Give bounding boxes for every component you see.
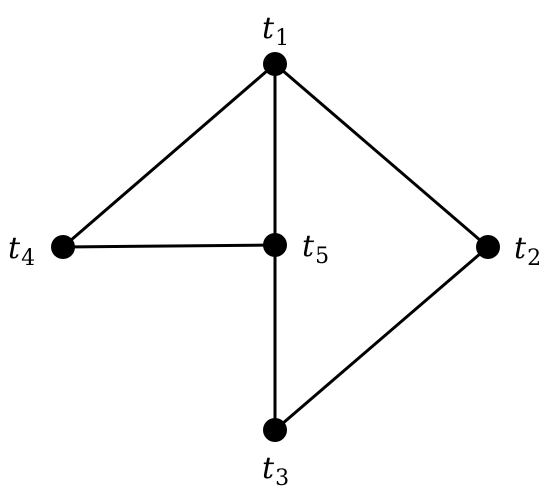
node-t2 — [476, 235, 500, 259]
nodes-layer — [51, 52, 500, 442]
node-label-t2: t2 — [514, 231, 541, 271]
node-label-subscript: 5 — [315, 244, 329, 269]
node-t3 — [263, 418, 287, 442]
edge-t1-t4 — [61, 62, 277, 249]
node-label-subscript: 4 — [21, 246, 35, 271]
edge-t4-t5 — [61, 243, 277, 249]
node-t4 — [51, 235, 75, 259]
edge-t1-t2 — [273, 62, 490, 249]
node-label-subscript: 3 — [275, 466, 289, 491]
node-label-t4: t4 — [8, 231, 35, 271]
edge-t3-t2 — [273, 245, 490, 432]
node-label-base: t — [8, 231, 21, 266]
node-label-t3: t3 — [262, 451, 289, 491]
node-label-subscript: 1 — [275, 26, 289, 51]
edges-layer — [61, 62, 490, 432]
node-label-t1: t1 — [262, 11, 289, 51]
node-t1 — [263, 52, 287, 76]
node-label-t5: t5 — [302, 229, 329, 269]
node-label-base: t — [262, 451, 275, 486]
node-t5 — [263, 233, 287, 257]
node-label-base: t — [514, 231, 527, 266]
node-label-subscript: 2 — [527, 246, 541, 271]
node-label-base: t — [262, 11, 275, 46]
node-label-base: t — [302, 229, 315, 264]
